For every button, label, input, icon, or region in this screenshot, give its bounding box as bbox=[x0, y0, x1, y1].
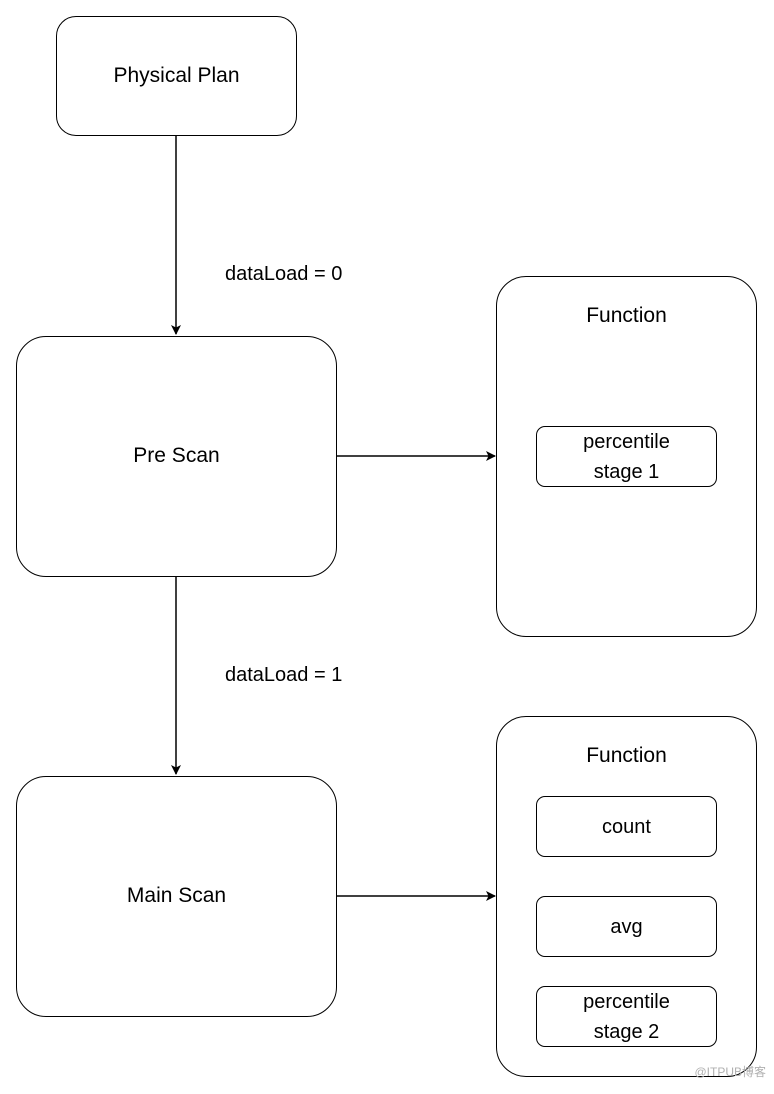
pre-scan-label: Pre Scan bbox=[133, 444, 220, 468]
function-item-label: count bbox=[602, 815, 651, 838]
pre-scan-node[interactable]: Pre Scan bbox=[16, 336, 337, 577]
main-scan-label: Main Scan bbox=[126, 884, 227, 908]
function-group-2-title: Function bbox=[586, 744, 667, 767]
function-item-avg[interactable]: avg bbox=[536, 896, 717, 957]
edge-label-dataload-1: dataLoad = 1 bbox=[225, 664, 343, 686]
function-group-1-title: Function bbox=[586, 304, 667, 327]
physical-plan-label: Physical Plan bbox=[113, 63, 240, 87]
edge-label-dataload-0: dataLoad = 0 bbox=[225, 263, 343, 285]
physical-plan-node[interactable]: Physical Plan bbox=[56, 16, 297, 136]
watermark: @ITPUB博客 bbox=[694, 1065, 766, 1079]
function-item-percentile-stage-1[interactable]: percentile stage 1 bbox=[536, 426, 717, 487]
function-item-percentile-stage-2[interactable]: percentile stage 2 bbox=[536, 986, 717, 1047]
main-scan-node[interactable]: Main Scan bbox=[16, 776, 337, 1017]
function-item-label: percentile stage 2 bbox=[583, 990, 670, 1043]
function-item-count[interactable]: count bbox=[536, 796, 717, 857]
function-item-label: avg bbox=[610, 915, 643, 938]
function-item-label: percentile stage 1 bbox=[583, 430, 670, 483]
